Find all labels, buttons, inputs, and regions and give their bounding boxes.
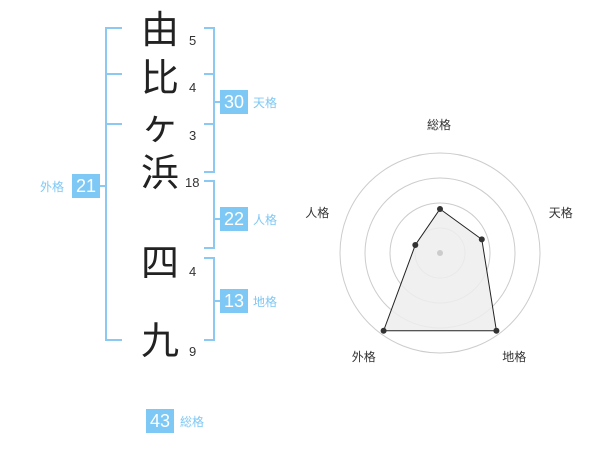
radar-point-3 bbox=[493, 327, 500, 334]
radar-point-5 bbox=[412, 242, 419, 248]
chikaku-bracket bbox=[204, 257, 215, 341]
soukaku-value-box: 43 bbox=[146, 409, 174, 433]
stroke-count-5: 4 bbox=[189, 264, 197, 279]
name-char-4: 浜 bbox=[140, 151, 179, 195]
gaikaku-bracket bbox=[105, 27, 122, 341]
stroke-count-1: 5 bbox=[189, 33, 197, 48]
gaikaku-label: 外格 bbox=[40, 180, 65, 194]
stroke-count-6: 9 bbox=[189, 344, 197, 359]
stroke-count-3: 3 bbox=[189, 128, 197, 143]
name-char-6: 九 bbox=[140, 319, 179, 363]
radar-point-2 bbox=[478, 236, 485, 243]
radar-axis-label-1: 総格 bbox=[427, 118, 452, 132]
name-char-1: 由 bbox=[140, 8, 179, 52]
gaikaku-value-box: 21 bbox=[72, 174, 100, 198]
chikaku-value-box: 13 bbox=[220, 289, 248, 313]
name-char-5: 四 bbox=[140, 241, 179, 285]
radar-point-1 bbox=[437, 206, 443, 212]
jinkaku-label: 人格 bbox=[253, 213, 278, 227]
soukaku-label: 総格 bbox=[180, 415, 205, 429]
jinkaku-value-box: 22 bbox=[220, 207, 248, 231]
radar-axis-label-4: 外格 bbox=[351, 349, 376, 364]
stroke-count-2: 4 bbox=[189, 80, 197, 95]
radar-ring-4 bbox=[339, 152, 541, 354]
tenkaku-value-box: 30 bbox=[220, 90, 248, 114]
chikaku-label: 地格 bbox=[253, 295, 278, 309]
radar-axis-label-5: 人格 bbox=[305, 206, 330, 221]
name-char-3: ヶ bbox=[140, 104, 179, 148]
name-char-2: 比 bbox=[140, 56, 179, 100]
radar-polygon bbox=[382, 208, 497, 332]
jinkaku-bracket bbox=[204, 180, 215, 249]
radar-axis-label-3: 地格 bbox=[502, 349, 527, 364]
tenkaku-label: 天格 bbox=[253, 96, 278, 110]
radar-point-4 bbox=[380, 327, 387, 334]
tenkaku-bracket bbox=[204, 27, 215, 173]
radar-center-dot bbox=[437, 250, 443, 256]
stroke-count-4: 18 bbox=[185, 175, 200, 190]
radar-axis-label-2: 天格 bbox=[548, 206, 573, 221]
